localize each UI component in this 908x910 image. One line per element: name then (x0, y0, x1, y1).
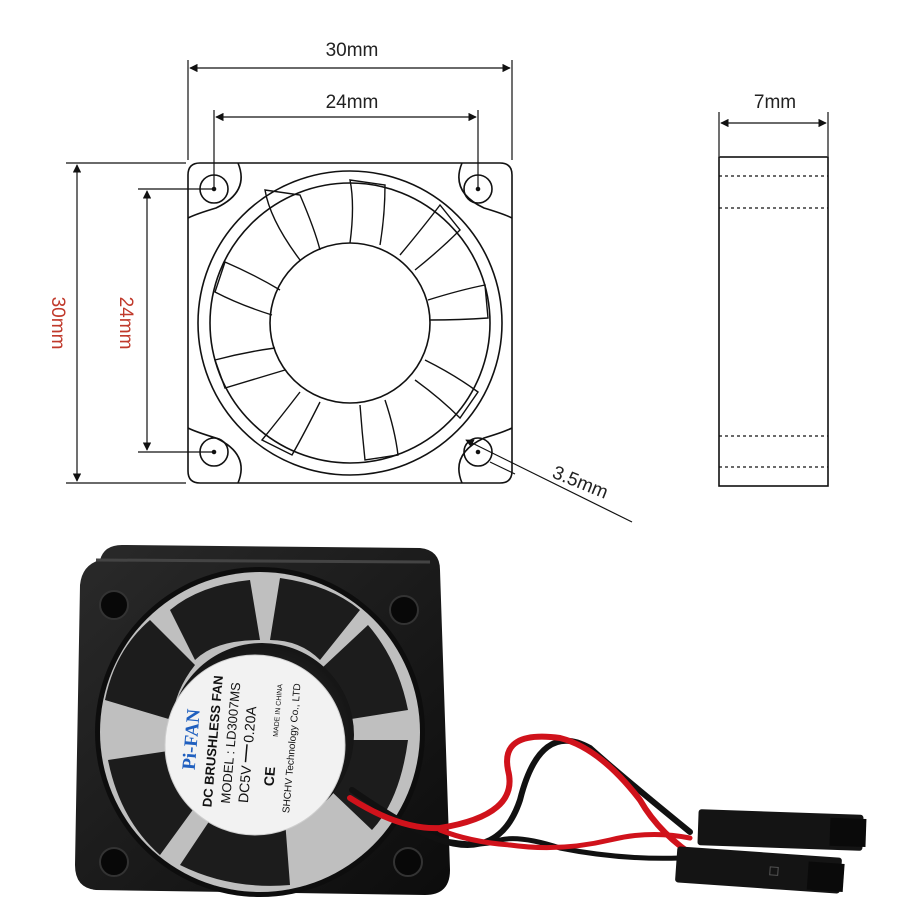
dim-width-outer: 30mm (326, 40, 379, 61)
dim-hole-diameter: 3.5mm (549, 462, 611, 503)
side-view-drawing (718, 156, 829, 487)
label-made-in: MADE IN CHINA (273, 683, 285, 737)
mount-hole-br (463, 437, 493, 467)
fan-hub (269, 242, 431, 404)
front-view-drawing (187, 162, 513, 484)
fan-ring (197, 170, 503, 476)
dupont-connectors (675, 809, 867, 894)
dimension-lines (66, 60, 829, 523)
label-ce: CE (261, 766, 279, 787)
label-voltage: DC5V (235, 764, 254, 803)
fan-label (164, 654, 346, 836)
wire-red (347, 733, 703, 863)
dim-thickness: 7mm (754, 92, 796, 113)
fan-frame-outline (187, 162, 513, 484)
fan-photo (75, 545, 450, 897)
label-current: 0.20A (240, 705, 259, 744)
dim-width-holes: 24mm (326, 92, 379, 113)
dim-height-outer: 30mm (47, 297, 68, 350)
fan-wires (347, 733, 703, 863)
dim-height-holes: 24mm (115, 297, 136, 350)
fan-blades (214, 179, 489, 461)
